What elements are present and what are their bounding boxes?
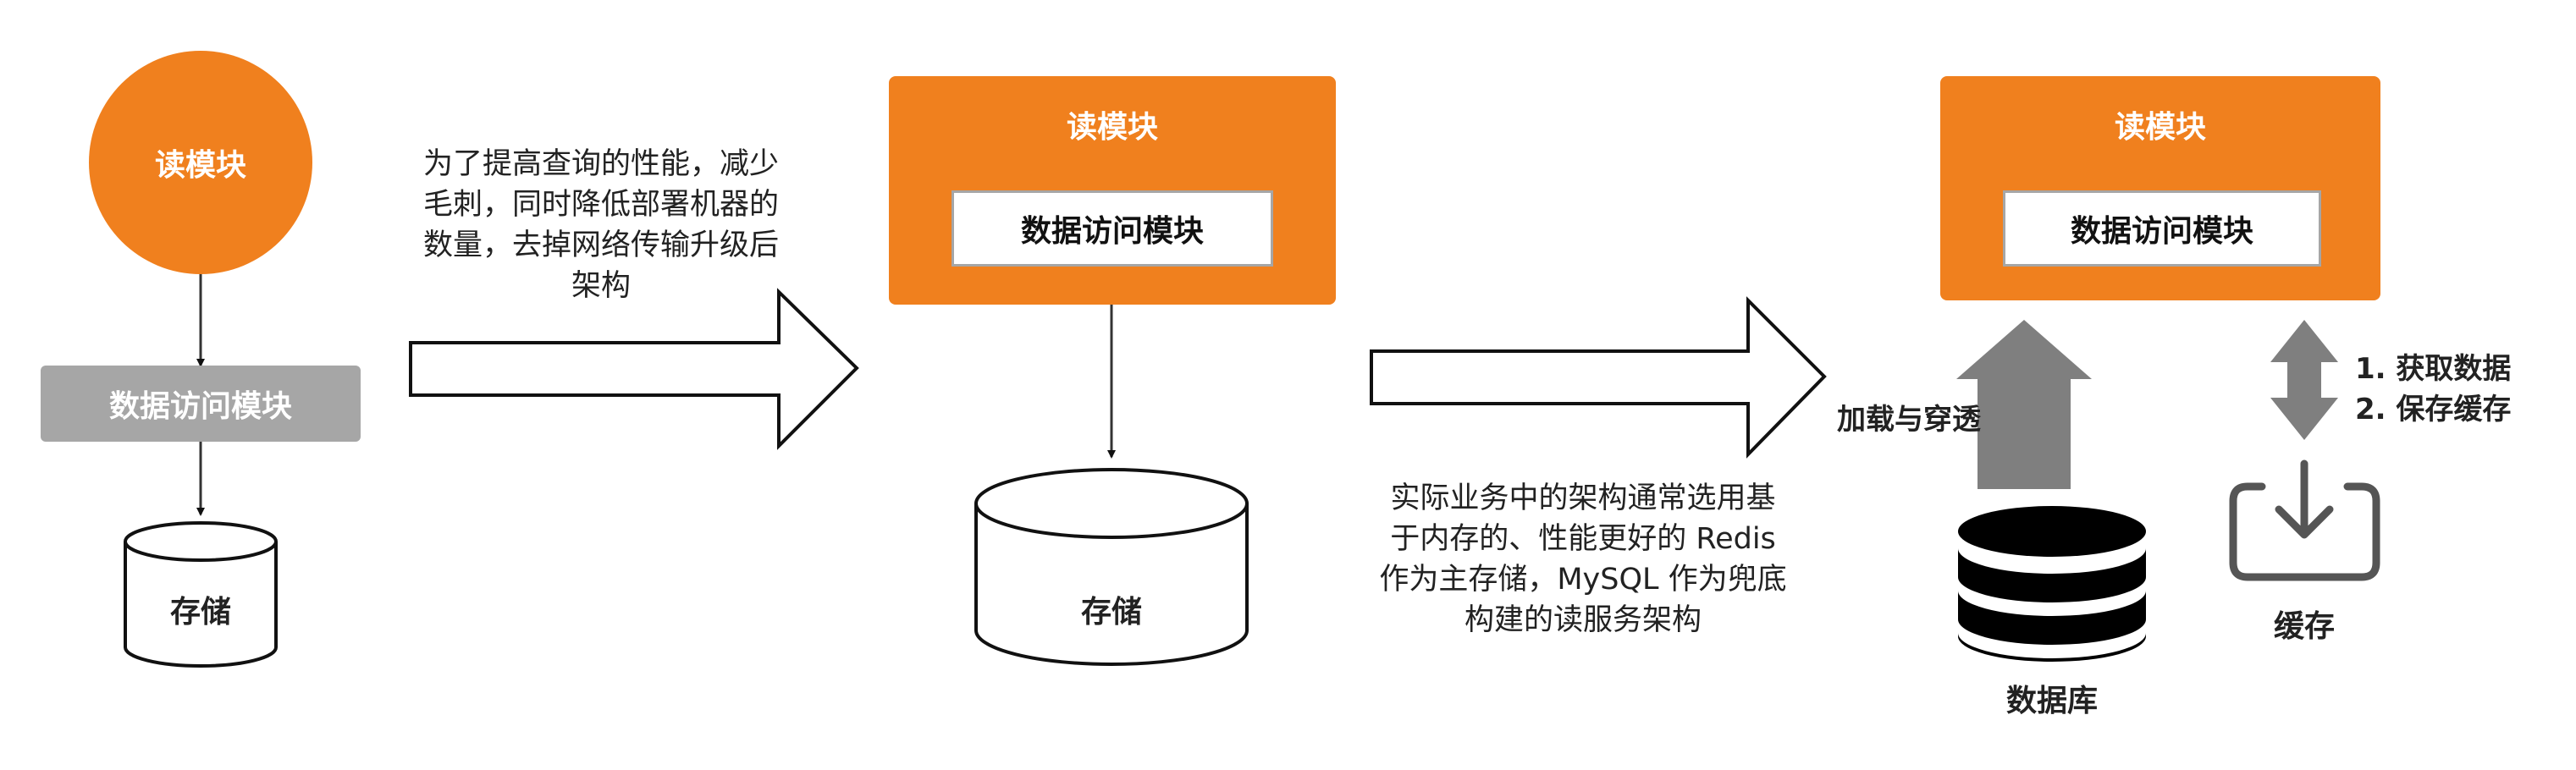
storage-label-1: 存储 xyxy=(169,595,231,630)
caption-line: 构建的读服务架构 xyxy=(1464,603,1702,637)
caption-line: 毛刺，同时降低部署机器的 xyxy=(422,188,779,222)
read-module-label: 读模块 xyxy=(154,148,246,183)
storage-cylinder-2 xyxy=(974,468,1249,666)
data-access-module-2: 数据访问模块 xyxy=(952,190,1273,267)
caption-line: 实际业务中的架构通常选用基 xyxy=(1390,481,1776,515)
cache-action-get: 1. 获取数据 xyxy=(2355,352,2512,386)
caption-line: 于内存的、性能更好的 Redis xyxy=(1390,522,1776,556)
caption-line: 架构 xyxy=(571,269,631,303)
transition-arrow-2 xyxy=(1370,296,1827,459)
read-module-circle: 读模块 xyxy=(89,51,312,274)
data-access-label: 数据访问模块 xyxy=(1020,214,1204,249)
read-module-box-2: 读模块 数据访问模块 xyxy=(889,76,1336,305)
data-access-label: 数据访问模块 xyxy=(2070,214,2253,249)
storage-cylinder-1 xyxy=(124,521,278,668)
transition-arrow-1 xyxy=(409,288,859,450)
database-label: 数据库 xyxy=(2005,684,2098,718)
read-module-label: 读模块 xyxy=(2114,110,2206,145)
cache-label: 缓存 xyxy=(2273,609,2335,644)
cache-actions: 1. 获取数据 2. 保存缓存 xyxy=(2355,349,2511,430)
caption-line: 作为主存储，MySQL 作为兜底 xyxy=(1379,563,1787,597)
load-up-arrow xyxy=(1956,320,2092,489)
data-access-module-3: 数据访问模块 xyxy=(2003,190,2321,267)
transition-1-caption: 为了提高查询的性能，减少 毛刺，同时降低部署机器的 数量，去掉网络传输升级后 架… xyxy=(372,144,830,306)
cache-action-save: 2. 保存缓存 xyxy=(2355,393,2512,426)
transition-2-caption: 实际业务中的架构通常选用基 于内存的、性能更好的 Redis 作为主存储，MyS… xyxy=(1338,478,1829,641)
database-icon xyxy=(1958,506,2146,662)
caption-line: 数量，去掉网络传输升级后 xyxy=(422,228,779,262)
data-access-label: 数据访问模块 xyxy=(108,389,292,424)
read-module-box-3: 读模块 数据访问模块 xyxy=(1940,76,2380,300)
read-module-label: 读模块 xyxy=(1066,110,1158,145)
data-access-module-1: 数据访问模块 xyxy=(41,366,361,442)
cache-double-arrow xyxy=(2270,320,2338,440)
storage-label-2: 存储 xyxy=(1080,595,1142,630)
caption-line: 为了提高查询的性能，减少 xyxy=(422,147,779,181)
load-and-penetrate-label: 加载与穿透 xyxy=(1837,403,1981,437)
download-tray-icon xyxy=(2229,459,2380,581)
